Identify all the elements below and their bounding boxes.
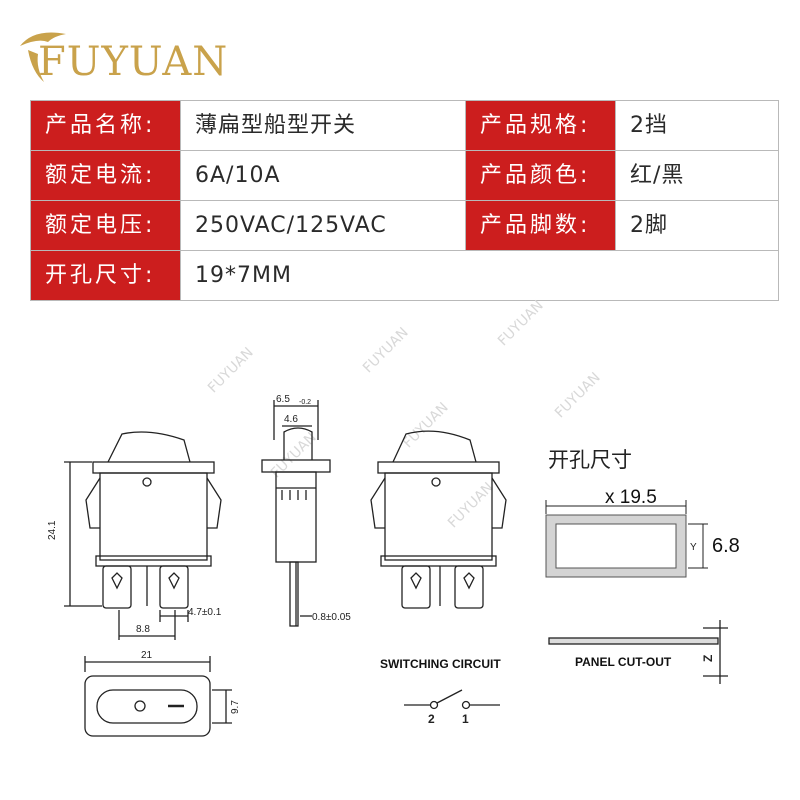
logo-text: FUYUAN <box>38 39 229 85</box>
cutout-y-label: Y <box>690 542 697 553</box>
circuit-title: SWITCHING CIRCUIT <box>380 657 501 671</box>
spec-table: 产品名称: 薄扁型船型开关 产品规格: 2挡 额定电流: 6A/10A 产品颜色… <box>30 100 779 301</box>
panel-cutout-label: PANEL CUT-OUT <box>575 655 672 669</box>
front-view-alt-drawing <box>370 430 507 609</box>
value-product-name: 薄扁型船型开关 <box>180 100 466 151</box>
brand-logo: FUYUAN <box>14 20 254 92</box>
label-hole-size: 开孔尺寸: <box>30 250 181 301</box>
cutout-x-label: x 19.5 <box>605 487 657 508</box>
bottom-height-dim-label: 9.7 <box>230 700 241 714</box>
logo-emblem-icon <box>20 32 66 82</box>
table-row: 额定电压: 250VAC/125VAC 产品脚数: 2脚 <box>30 200 779 251</box>
label-pin-count: 产品脚数: <box>465 200 616 251</box>
pin-width-dim-label: 4.7±0.1 <box>188 607 222 618</box>
circuit-terminal-2: 2 <box>428 712 435 726</box>
cutout-title: 开孔尺寸 <box>548 448 632 472</box>
pin-pitch-dim-label: 8.8 <box>136 624 150 635</box>
panel-z-label: Z <box>701 655 715 662</box>
table-row: 开孔尺寸: 19*7MM <box>30 250 779 301</box>
switch-symbol-drawing <box>404 689 500 710</box>
side-top-dim-label: 6.5 <box>276 394 290 405</box>
circuit-terminal-1: 1 <box>462 712 469 726</box>
bottom-view-drawing <box>84 675 211 737</box>
front-view-drawing <box>85 431 222 609</box>
value-product-color: 红/黑 <box>615 150 779 201</box>
label-rated-voltage: 额定电压: <box>30 200 181 251</box>
pin-thickness-dim-label: 0.8±0.05 <box>312 612 351 623</box>
value-product-spec: 2挡 <box>615 100 779 151</box>
bottom-width-dim-label: 21 <box>141 650 153 661</box>
label-product-spec: 产品规格: <box>465 100 616 151</box>
value-rated-voltage: 250VAC/125VAC <box>180 200 466 251</box>
panel-cutout-drawing <box>548 620 728 684</box>
side-inner-dim-label: 4.6 <box>284 414 298 425</box>
cutout-y-value: 6.8 <box>712 535 740 557</box>
value-pin-count: 2脚 <box>615 200 779 251</box>
label-rated-current: 额定电流: <box>30 150 181 201</box>
label-product-color: 产品颜色: <box>465 150 616 201</box>
cutout-rect-drawing: Y <box>545 500 708 578</box>
side-top-tol-label: -0.2 <box>299 399 311 406</box>
value-hole-size: 19*7MM <box>180 250 779 301</box>
side-view-drawing <box>261 427 331 627</box>
height-dim-label: 24.1 <box>47 520 58 540</box>
table-row: 产品名称: 薄扁型船型开关 产品规格: 2挡 <box>30 100 779 151</box>
label-product-name: 产品名称: <box>30 100 181 151</box>
